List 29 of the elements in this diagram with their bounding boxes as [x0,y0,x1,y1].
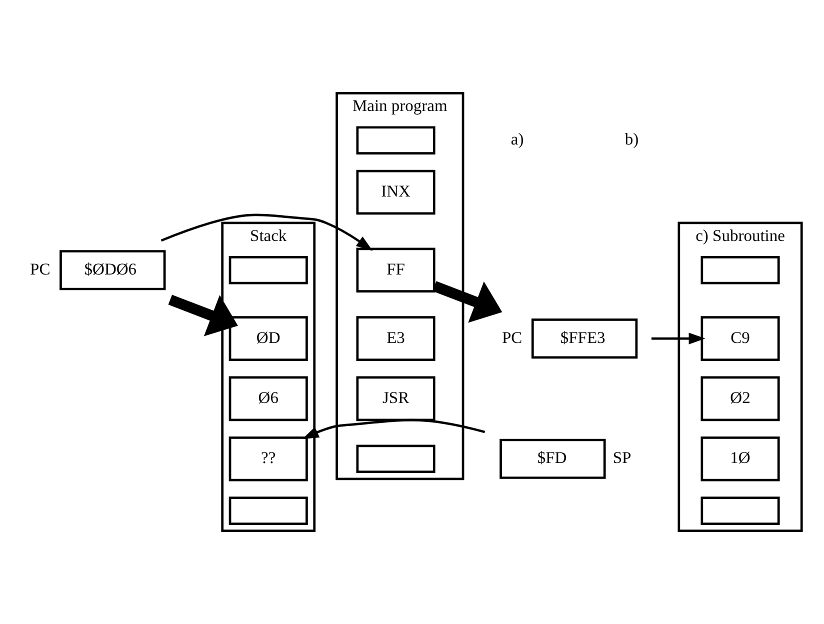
node-box [356,126,436,154]
node-box [356,444,436,474]
node-label: PC [502,328,522,347]
arrow [651,332,706,344]
node-box: E3 [356,316,436,361]
node-box: $FFE3 [531,318,638,359]
node-box: INX [356,170,436,215]
node-box: FF [356,248,436,293]
node-label: PC [30,259,50,278]
node-box [228,256,308,284]
node-box: JSR [356,376,436,422]
node-box: C9 [700,316,780,361]
node-box [700,496,780,525]
node-box [700,256,780,284]
node-box: ?? [228,436,308,482]
label: b) [624,130,639,149]
node-box: 1Ø [700,436,780,482]
arrow [168,294,238,336]
arrow [302,418,486,440]
arrow [432,281,502,323]
node-box [228,496,308,525]
node-label: SP [612,448,632,468]
node-box: $ØDØ6 [60,250,166,290]
node-box: Ø2 [700,376,780,422]
node-box: Ø6 [228,376,308,422]
label: a) [510,130,524,149]
node-box: $FD [500,438,606,479]
arrow [160,214,373,251]
node-box: ØD [228,316,308,361]
